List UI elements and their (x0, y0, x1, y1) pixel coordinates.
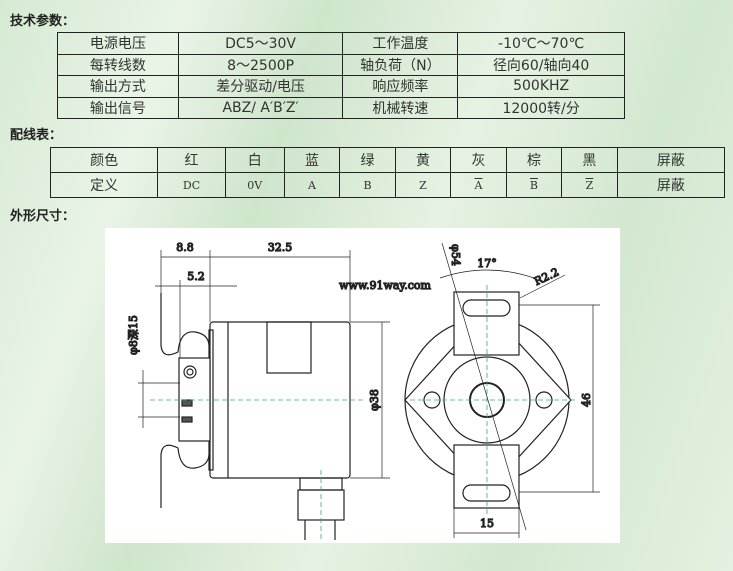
spec-label: 每转线数 (57, 53, 179, 76)
wiring-cell: 灰 (450, 147, 507, 173)
side-view (150, 293, 365, 540)
spec-value: 径向60/轴向40 (457, 53, 625, 76)
wiring-cell: 棕 (505, 147, 563, 173)
wiring-title: 配线表： (10, 128, 63, 143)
wiring-cell: 黑 (561, 147, 618, 173)
wiring-cell: A (283, 172, 341, 198)
spec-label: 输出方式 (57, 75, 179, 98)
spec-value: DC5～30V (177, 32, 344, 55)
spec-value: 8～2500P (177, 53, 344, 76)
front-view (404, 242, 575, 531)
dim-38: φ38 (368, 389, 381, 411)
wiring-cell: 蓝 (283, 147, 341, 173)
watermark: www.91way.com (339, 279, 431, 292)
spec-label: 电源电压 (57, 32, 179, 55)
dim-15: 15 (480, 517, 494, 530)
dim-17: 17° (477, 257, 497, 270)
wiring-cell: 屏蔽 (616, 147, 726, 173)
spec-value: 差分驱动/电压 (177, 75, 344, 98)
wiring-cell: Z (394, 172, 452, 198)
wiring-cell: 0V (224, 172, 285, 198)
dimension-drawing: 8.8 32.5 5.2 φ8深15 φ38 www.91way.com (105, 228, 620, 543)
wiring-cell: Z (561, 172, 618, 198)
dim-hole: φ8深15 (127, 315, 140, 355)
spec-label: 机械转速 (342, 96, 459, 119)
wiring-cell: B (339, 172, 396, 198)
wiring-cell: 白 (224, 147, 285, 173)
spec-label: 轴负荷（N） (342, 53, 459, 76)
spec-label: 输出信号 (57, 96, 179, 119)
spec-label: 响应频率 (342, 75, 459, 98)
spec-title: 技术参数： (10, 14, 76, 29)
wiring-cell: 屏蔽 (616, 172, 726, 198)
spec-value: ABZ/ A′B′Z′ (177, 96, 344, 119)
wiring-cell: 绿 (339, 147, 396, 173)
dim-32-5: 32.5 (268, 241, 293, 254)
wiring-cell: A (450, 172, 507, 198)
wiring-cell: 红 (157, 147, 226, 173)
spec-value: 12000转/分 (457, 96, 625, 119)
dim-54: φ54 (449, 244, 462, 266)
spec-value: -10℃～70℃ (457, 32, 625, 55)
spec-value: 500KHZ (457, 75, 625, 98)
wiring-cell: DC (157, 172, 226, 198)
wiring-row-header: 颜色 (49, 147, 159, 173)
wiring-cell: 黄 (394, 147, 452, 173)
dim-8-8: 8.8 (176, 241, 194, 254)
dim-5-2: 5.2 (187, 270, 205, 283)
dimensions-title: 外形尺寸： (10, 209, 76, 224)
spec-label: 工作温度 (342, 32, 459, 55)
dim-46: 46 (580, 393, 593, 407)
wiring-cell: B (505, 172, 563, 198)
wiring-row-header: 定义 (49, 172, 159, 198)
wiring-row-colors: 颜色红白蓝绿黄灰棕黑屏蔽 (49, 147, 726, 173)
